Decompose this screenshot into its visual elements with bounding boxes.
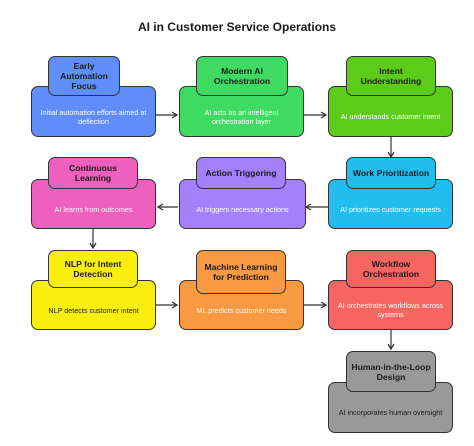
step-description: AI incorporates human oversight xyxy=(338,408,443,417)
step-description: AI acts as an intelligent orchestration … xyxy=(204,107,279,126)
step-description: NLP detects customer intent xyxy=(48,305,139,315)
step-title: Modern AI Orchestration xyxy=(213,66,271,86)
step-title: Work Prioritization xyxy=(352,168,430,178)
step-title: Workflow Orchestration xyxy=(362,259,420,279)
step-title-box: Intent Understanding xyxy=(346,56,436,96)
step-description-box: NLP detects customer intent xyxy=(31,280,156,330)
step-title-box: Early Automation Focus xyxy=(48,56,120,96)
step-description: AI triggers necessary actions xyxy=(196,204,289,214)
diagram-title: AI in Customer Service Operations xyxy=(137,20,337,34)
step-title: Continuous Learning xyxy=(69,163,117,183)
step-title: Human-in-the-Loop Design xyxy=(351,361,431,382)
step-description: AI learns from outcomes xyxy=(54,204,133,214)
step-description: ML predicts customer needs xyxy=(196,305,287,315)
step-title-box: Modern AI Orchestration xyxy=(196,56,288,96)
step-title-box: NLP for Intent Detection xyxy=(48,250,138,288)
step-title-box: Work Prioritization xyxy=(346,157,436,189)
step-description: AI prioritizes customer requests xyxy=(340,204,441,214)
step-title-box: Action Triggering xyxy=(196,157,286,189)
step-description: AI orchestrates workflows across systems xyxy=(337,301,444,319)
step-description: AI understands customer intent xyxy=(340,112,441,121)
step-title: Intent Understanding xyxy=(360,66,422,86)
step-title-box: Continuous Learning xyxy=(48,157,138,189)
step-description: Initial automation efforts aimed at defl… xyxy=(40,107,147,126)
step-title: Early Automation Focus xyxy=(60,61,108,91)
step-title-box: Machine Learning for Prediction xyxy=(196,250,286,294)
step-description-box: AI orchestrates workflows across systems xyxy=(328,280,453,330)
step-title: Action Triggering xyxy=(205,168,277,178)
step-title: Machine Learning for Prediction xyxy=(204,262,278,282)
step-title-box: Workflow Orchestration xyxy=(346,250,436,288)
step-title-box: Human-in-the-Loop Design xyxy=(346,351,436,392)
step-title: NLP for Intent Detection xyxy=(64,259,122,279)
